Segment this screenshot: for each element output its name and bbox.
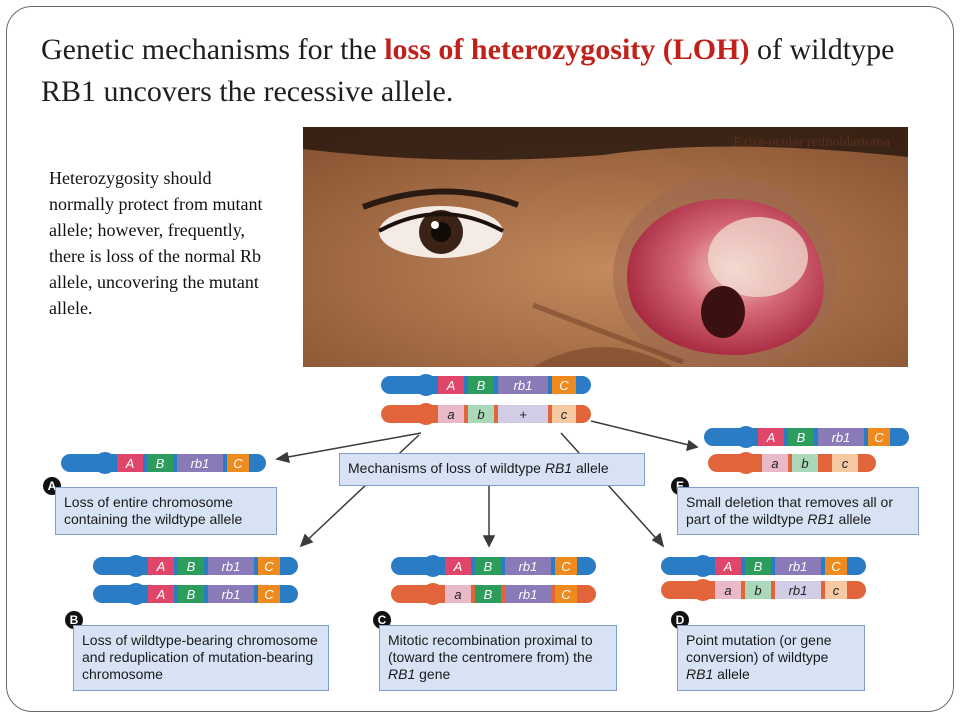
badge-c: C (373, 611, 391, 629)
panel-b-box: Loss of wildtype-bearing chromosome and … (73, 625, 329, 691)
panel-e-box: Small deletion that removes all or part … (677, 487, 919, 535)
b1-allele-A: A (156, 559, 166, 574)
arrowhead-e (685, 439, 699, 452)
slide-title: Genetic mechanisms for the loss of heter… (41, 29, 941, 113)
arrow-to-a (276, 432, 422, 460)
arrowhead-b (299, 533, 314, 548)
a-allele-B: B (156, 456, 165, 471)
center-mechanisms-box: Mechanisms of loss of wildtype RB1 allel… (339, 453, 645, 486)
c2-allele-B: B (484, 587, 493, 602)
b1-allele-rb1: rb1 (222, 559, 241, 574)
panel-e-gene: RB1 (807, 511, 835, 527)
panel-a-chromosome: A B rb1 C (61, 452, 266, 474)
b1-allele-C: C (264, 559, 274, 574)
a-allele-rb1: rb1 (191, 456, 210, 471)
e-allele-C: C (874, 430, 884, 445)
panel-d-chromosomes: A B rb1 C a b rb1 c (661, 555, 866, 601)
d2-allele-a: a (724, 583, 731, 598)
e-allele-a: a (771, 456, 778, 471)
allele-C-label: C (559, 378, 569, 393)
d1-allele-rb1: rb1 (789, 559, 808, 574)
panel-a-text: Loss of entire chromosome containing the… (64, 494, 243, 527)
d2-allele-c: c (833, 583, 840, 598)
b2-allele-rb1: rb1 (222, 587, 241, 602)
d1-allele-A: A (723, 559, 733, 574)
panel-b-text: Loss of wildtype-bearing chromosome and … (82, 632, 318, 682)
allele-c-label: c (561, 407, 568, 422)
a-allele-C: C (233, 456, 243, 471)
allele-A-label: A (446, 378, 456, 393)
c2-allele-rb1: rb1 (519, 587, 538, 602)
c1-allele-A: A (453, 559, 463, 574)
center-box-suffix: allele (572, 460, 609, 476)
badge-d: D (671, 611, 689, 629)
e-allele-c: c (842, 456, 849, 471)
c2-allele-a: a (454, 587, 461, 602)
arrowhead-a (275, 451, 290, 464)
allele-b-label: b (477, 407, 484, 422)
panel-d-gene: RB1 (686, 666, 714, 682)
title-highlight: loss of heterozygosity (LOH) (384, 33, 750, 66)
center-box-text: Mechanisms of loss of wildtype (348, 460, 545, 476)
panel-d-suffix: allele (713, 666, 750, 682)
chromosome-wildtype-top: A B rb1 C (381, 374, 591, 396)
b2-allele-C: C (264, 587, 274, 602)
d2-allele-rb1: rb1 (789, 583, 808, 598)
top-chromosome-pair: A B rb1 C a b + c (381, 374, 591, 425)
panel-b-chromosomes: A B rb1 C A B rb1 C (93, 555, 298, 605)
retinoblastoma-photo: Extra-ocular retinoblastoma (303, 127, 908, 367)
photo-caption: Extra-ocular retinoblastoma (733, 135, 890, 150)
chromosome-mutant-top: a b + c (381, 403, 591, 425)
e-allele-B: B (797, 430, 806, 445)
allele-B-label: B (477, 378, 486, 393)
d1-allele-C: C (831, 559, 841, 574)
loh-mechanisms-diagram: A B rb1 C a b + c (61, 374, 909, 605)
c2-allele-C: C (561, 587, 571, 602)
title-part1: Genetic mechanisms for the (41, 33, 385, 66)
d1-allele-B: B (754, 559, 763, 574)
d2-allele-b: b (754, 583, 761, 598)
panel-d-text: Point mutation (or gene conversion) of w… (686, 632, 832, 665)
arrow-to-d (560, 432, 664, 547)
panel-d-box: Point mutation (or gene conversion) of w… (677, 625, 865, 691)
center-box-gene: RB1 (544, 460, 573, 476)
panel-c-chromosomes: A B rb1 C a B rb1 C (391, 555, 596, 605)
body-paragraph: Heterozygosity should normally protect f… (49, 168, 263, 318)
panel-e-text: Small deletion that removes all or part … (686, 494, 893, 527)
panel-e-suffix: allele (834, 511, 872, 527)
a-allele-A: A (125, 456, 135, 471)
b2-allele-B: B (187, 587, 196, 602)
panel-c-suffix: gene (415, 666, 451, 682)
photo-illustration (303, 127, 908, 367)
arrow-to-e (590, 420, 698, 448)
panel-c-box: Mitotic recombination proximal to (towar… (379, 625, 617, 691)
c1-allele-rb1: rb1 (519, 559, 538, 574)
e-allele-rb1: rb1 (832, 430, 851, 445)
c1-allele-C: C (561, 559, 571, 574)
arrowhead-d (651, 532, 665, 548)
allele-plus-label: + (519, 407, 527, 422)
slide: Genetic mechanisms for the loss of heter… (6, 6, 954, 712)
panel-c-text: Mitotic recombination proximal to (towar… (388, 632, 593, 665)
c1-allele-B: B (484, 559, 493, 574)
arrowhead-c (482, 535, 496, 548)
panel-c-gene: RB1 (388, 666, 416, 682)
panel-a-box: Loss of entire chromosome containing the… (55, 487, 277, 535)
e-allele-b: b (801, 456, 808, 471)
title-part2: of wildtype RB1 uncovers the recessive a… (41, 33, 895, 108)
b2-allele-A: A (156, 587, 166, 602)
b1-allele-B: B (187, 559, 196, 574)
panel-e-chromosomes: A B rb1 C a b c (704, 426, 909, 474)
e-allele-A: A (766, 430, 776, 445)
allele-a-label: a (447, 407, 454, 422)
badge-b: B (65, 611, 83, 629)
allele-rb1-label: rb1 (514, 378, 533, 393)
